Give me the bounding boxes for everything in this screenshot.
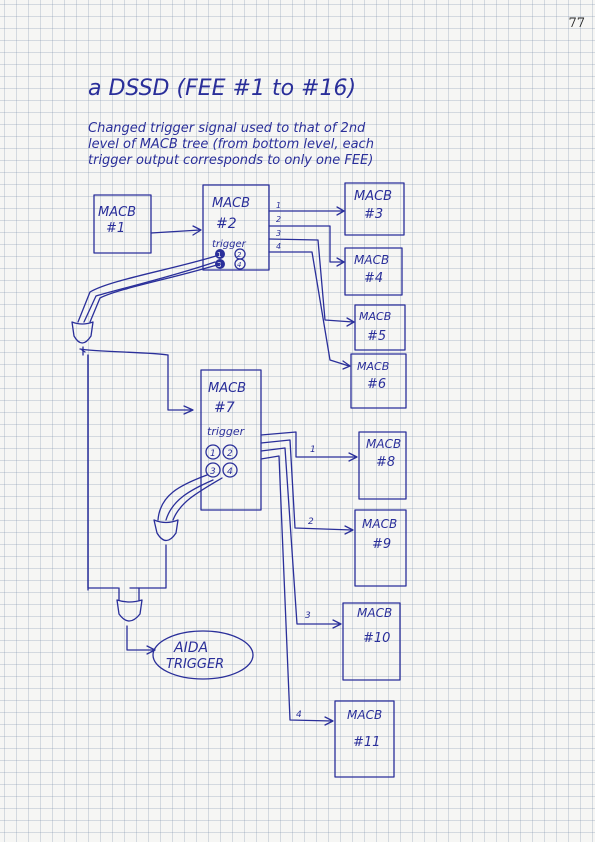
macb-7-port-3: 3 <box>305 611 311 621</box>
macb-5-label: MACB <box>359 310 391 323</box>
macb-5-number: #5 <box>367 329 386 344</box>
macb-2-circle-3: 3 <box>217 261 221 269</box>
macb-2-port-1: 1 <box>276 201 281 210</box>
macb-2-circle-4: 4 <box>237 261 241 269</box>
macb-3-number: #3 <box>364 207 383 222</box>
macb-7-label: MACB <box>208 381 246 396</box>
macb-7-trigger-wiring <box>157 474 223 521</box>
macb-5-box: MACB #5 <box>354 304 406 351</box>
macb-6-box: MACB #6 <box>350 353 407 409</box>
macb-11-label: MACB <box>347 708 382 722</box>
page-number: 77 <box>568 16 585 31</box>
note-line-3: trigger output corresponds to only one F… <box>88 153 373 168</box>
macb-7-box: MACB #7 trigger 1 2 3 4 <box>200 369 262 511</box>
macb-2-label: MACB <box>212 196 250 211</box>
macb-2-trigger-outputs: 1 2 3 4 <box>215 248 246 270</box>
aida-trigger-line-1: AIDA <box>173 640 208 656</box>
macb-7-port-2: 2 <box>308 517 314 527</box>
macb-2-circle-1: 1 <box>217 251 221 259</box>
macb-4-number: #4 <box>364 271 383 286</box>
macb-8-box: MACB #8 <box>358 431 407 500</box>
macb-7-number: #7 <box>214 400 235 416</box>
macb-2-port-4: 4 <box>276 242 281 251</box>
macb-7-circle-2: 2 <box>227 449 233 459</box>
aida-trigger-line-2: TRIGGER <box>166 657 224 672</box>
or-gate-3 <box>116 587 156 655</box>
macb-1-box: MACB #1 <box>93 194 152 254</box>
macb-8-number: #8 <box>376 455 395 470</box>
macb-10-label: MACB <box>357 606 392 620</box>
macb-6-label: MACB <box>357 360 389 373</box>
macb-1-label: MACB <box>98 205 136 220</box>
macb-7-circle-4: 4 <box>227 467 233 477</box>
macb-10-number: #10 <box>363 631 390 646</box>
or-gate-2 <box>129 519 179 589</box>
macb-11-number: #11 <box>353 735 380 750</box>
or-tree-wiring <box>79 348 194 591</box>
macb-7-trigger-label: trigger <box>207 425 246 438</box>
macb-2-trigger-label: trigger <box>212 239 247 250</box>
macb-11-box: MACB #11 <box>334 700 395 778</box>
aida-trigger-node: AIDA TRIGGER <box>152 630 254 680</box>
macb-3-box: MACB #3 <box>344 182 405 236</box>
macb-1-number: #1 <box>106 221 125 236</box>
macb-2-circle-2: 2 <box>237 251 242 259</box>
macb-2-number: #2 <box>216 216 237 232</box>
macb-9-label: MACB <box>362 517 397 531</box>
macb-7-circle-3: 3 <box>210 467 216 477</box>
note-line-1: Changed trigger signal used to that of 2… <box>88 121 366 136</box>
macb-8-label: MACB <box>366 437 401 451</box>
note-line-2: level of MACB tree (from bottom level, e… <box>88 137 374 152</box>
macb-6-number: #6 <box>367 377 386 392</box>
macb-7-port-1: 1 <box>310 445 316 455</box>
arrow-macb1-to-macb2 <box>150 225 202 236</box>
macb-7-outputs: 1 2 3 4 <box>260 431 358 726</box>
macb-2-port-2: 2 <box>276 215 281 224</box>
heading: a DSSD (FEE #1 to #16) <box>88 76 356 101</box>
macb-9-box: MACB #9 <box>354 509 407 587</box>
macb-7-circle-1: 1 <box>210 449 216 459</box>
macb-7-port-4: 4 <box>296 710 302 720</box>
macb-2-port-3: 3 <box>276 229 281 238</box>
macb-7-trigger-outputs: 1 2 3 4 <box>205 444 238 478</box>
macb-2-outputs: 1 2 3 4 <box>268 201 355 370</box>
macb-2-trigger-wiring <box>77 255 221 323</box>
macb-4-label: MACB <box>354 253 389 267</box>
macb-3-label: MACB <box>354 189 392 204</box>
macb-4-box: MACB #4 <box>344 247 403 296</box>
macb-9-number: #9 <box>372 537 391 552</box>
macb-10-box: MACB #10 <box>342 602 401 681</box>
